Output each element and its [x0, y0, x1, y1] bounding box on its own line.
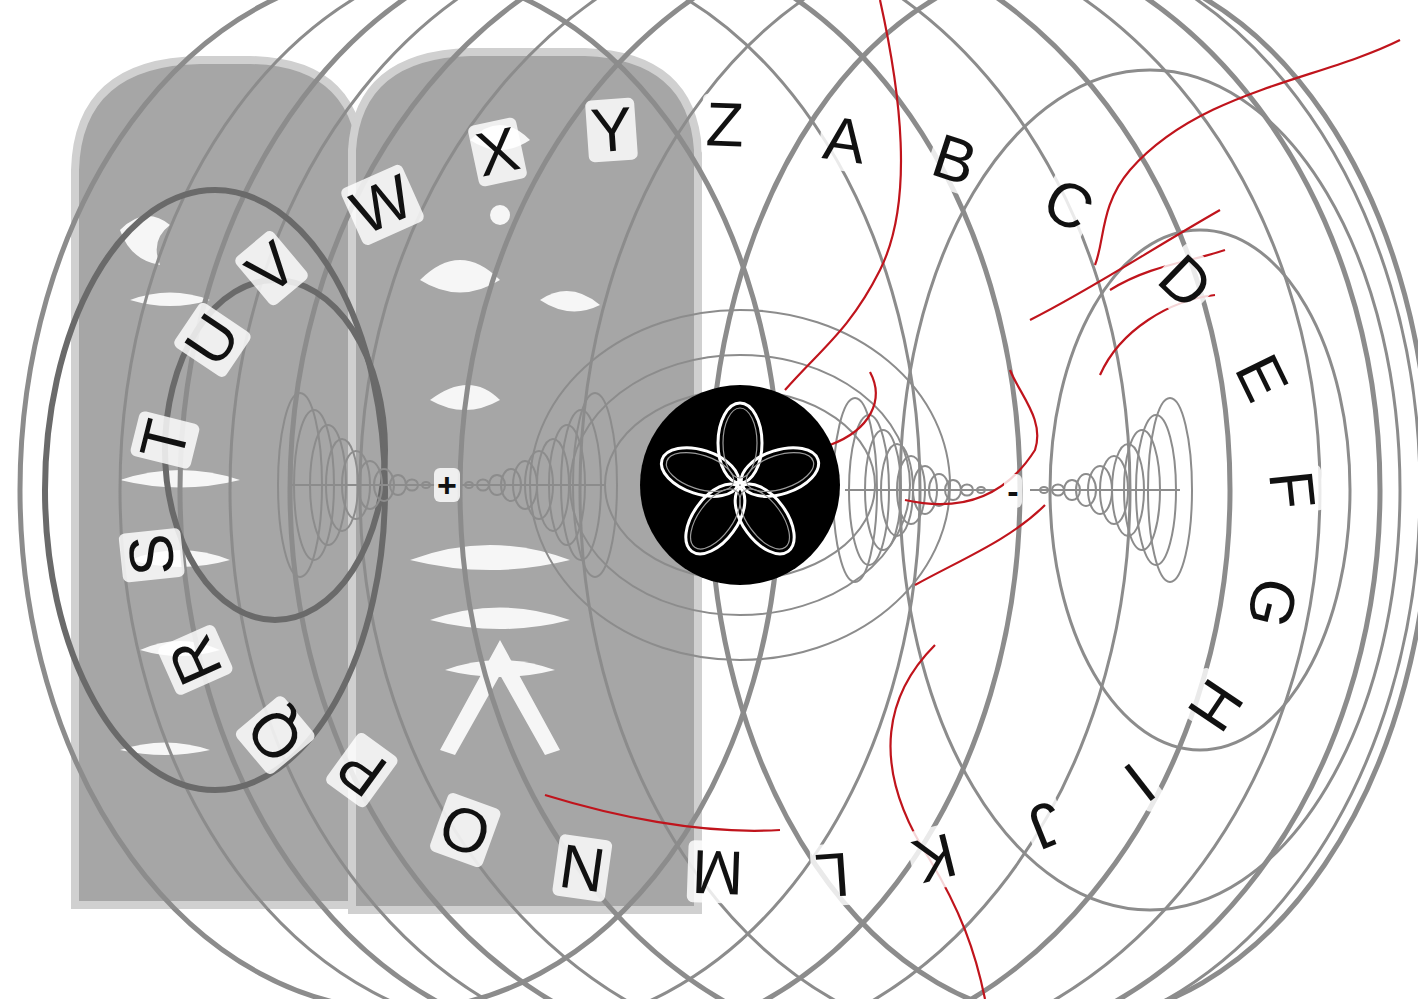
alphabet-letter: X [467, 117, 528, 188]
knot-loops [655, 403, 825, 564]
alphabet-letter: G [1235, 568, 1309, 638]
alphabet-letter: E [1223, 342, 1300, 414]
field-ellipses [20, 0, 1418, 999]
central-knot [640, 385, 840, 585]
red-threads [545, 0, 1400, 999]
alphabet-letter: O [428, 791, 502, 868]
alphabet-letter: H [1175, 666, 1256, 744]
knot-inner [662, 408, 819, 557]
tablet-left [75, 60, 362, 905]
alphabet-letter: J [1015, 789, 1074, 861]
alphabet-letter: F [1259, 464, 1325, 516]
alphabet-letter: B [922, 123, 988, 197]
alphabet-letter: Q [233, 694, 317, 777]
alphabet-letter: N [552, 834, 613, 903]
alphabet-letter: K [904, 822, 967, 894]
alphabet-letter: D [1144, 241, 1225, 322]
alphabet-letter: Z [701, 93, 749, 157]
alphabet-letter: M [687, 840, 749, 904]
alphabet-letter: I [1111, 750, 1169, 814]
alphabet-letter: P [324, 730, 400, 809]
black-disc [640, 385, 840, 585]
alphabet-letter: A [816, 106, 874, 174]
polarity-sign: + [434, 468, 460, 502]
tablet-carvings [120, 125, 600, 755]
alphabet-letter: C [1030, 165, 1107, 245]
polarity-sign: - [1004, 474, 1021, 508]
alphabet-letter: Y [585, 97, 639, 162]
alphabet-letter: T [129, 410, 200, 470]
alphabet-letter: L [809, 843, 856, 908]
alphabet-letter: R [156, 623, 234, 696]
alphabet-letter: U [172, 301, 253, 379]
alphabet-letter: S [119, 527, 186, 583]
alphabet-letter: V [233, 228, 311, 307]
alphabet-letter: W [339, 163, 425, 247]
